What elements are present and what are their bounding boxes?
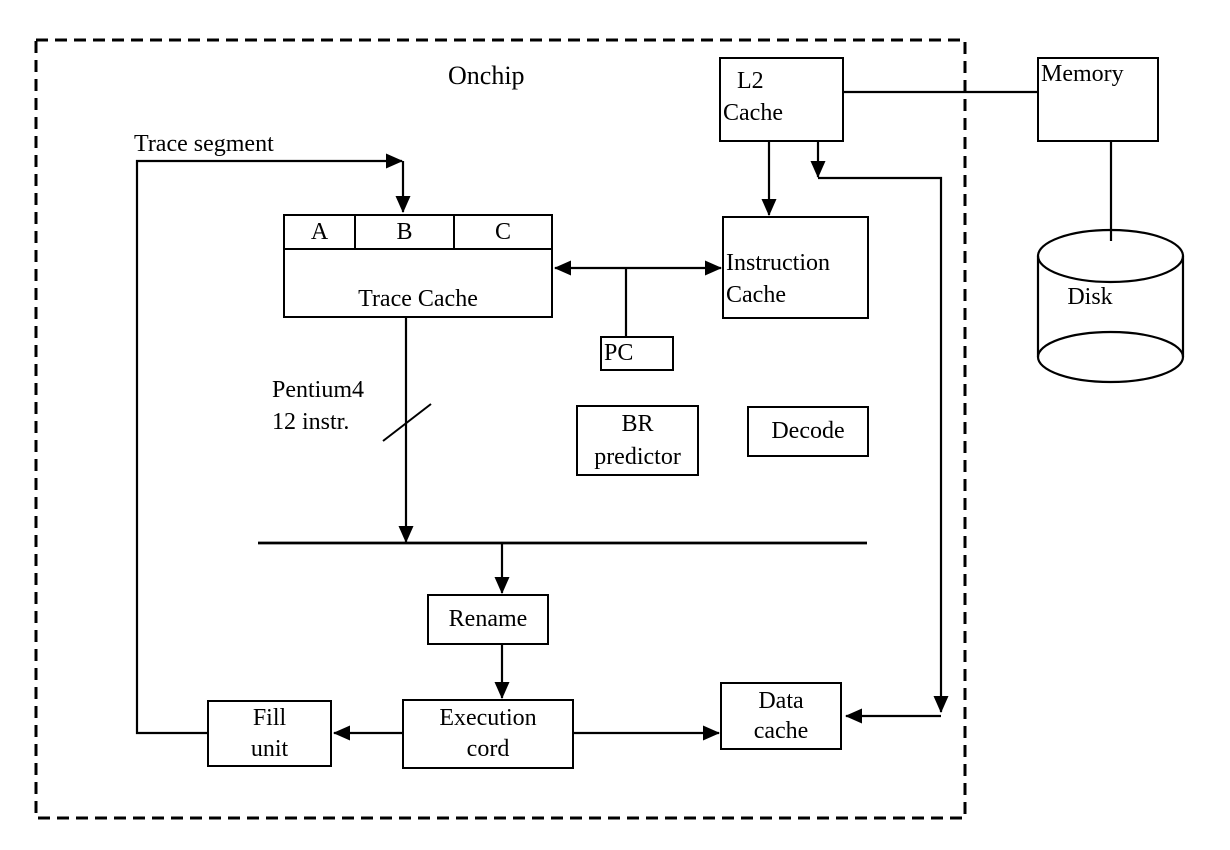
trace-cache-cell-b: B xyxy=(356,216,455,248)
instruction-cache-label-line2: Cache xyxy=(726,282,786,308)
l2-to-data-cache-line xyxy=(818,176,949,713)
l2-cache-label-line1: L2 xyxy=(737,68,764,94)
decode-label: Decode xyxy=(771,418,845,444)
fill-unit-box: Fill unit xyxy=(207,700,332,767)
br-predictor-box: BR predictor xyxy=(576,405,699,476)
disk-label: Disk xyxy=(1067,284,1113,310)
bus-width-note: Pentium4 12 instr. xyxy=(272,374,364,438)
br-predictor-label-line1: BR xyxy=(621,410,654,437)
execution-cord-label-line1: Execution xyxy=(439,705,537,731)
execution-cord-box: Execution cord xyxy=(402,699,574,769)
rename-label: Rename xyxy=(448,606,528,632)
fill-unit-label-line1: Fill xyxy=(252,704,287,731)
pc-box: PC xyxy=(600,336,674,371)
memory-box: Memory xyxy=(1037,57,1159,142)
trace-cache-label: Trace Cache xyxy=(358,286,478,312)
trace-cache-cell-row: A B C xyxy=(285,216,551,250)
rename-box: Rename xyxy=(427,594,549,645)
onchip-label: Onchip xyxy=(448,61,525,90)
trace-segment-loop-arrow xyxy=(135,153,403,735)
execution-cord-label-line2: cord xyxy=(466,736,510,762)
onchip-dashed-border xyxy=(34,38,967,820)
bus-width-note-line1: Pentium4 xyxy=(272,377,365,403)
data-cache-label-line1: Data xyxy=(758,688,804,714)
bus-width-note-line2: 12 instr. xyxy=(272,409,350,435)
data-cache-label-line2: cache xyxy=(753,718,809,744)
data-cache-box: Data cache xyxy=(720,682,842,750)
trace-cache-cell-c: C xyxy=(494,218,511,245)
trace-cache-cell-a: A xyxy=(285,216,356,248)
decode-box: Decode xyxy=(747,406,869,457)
br-predictor-label-line2: predictor xyxy=(594,443,681,470)
trace-cache-box: A B C Trace Cache xyxy=(283,214,553,318)
instruction-cache-label-line1: Instruction xyxy=(726,250,830,276)
fill-unit-label-line2: unit xyxy=(250,735,289,762)
disk-cylinder xyxy=(1036,228,1185,384)
l2-cache-box: L2 Cache xyxy=(719,57,844,142)
trace-segment-label: Trace segment xyxy=(134,131,274,157)
instruction-cache-box: Instruction Cache xyxy=(722,216,869,319)
pc-label: PC xyxy=(604,340,634,366)
l2-cache-label-line2: Cache xyxy=(723,100,783,126)
memory-label: Memory xyxy=(1041,61,1124,87)
bus-width-slash xyxy=(382,403,432,442)
